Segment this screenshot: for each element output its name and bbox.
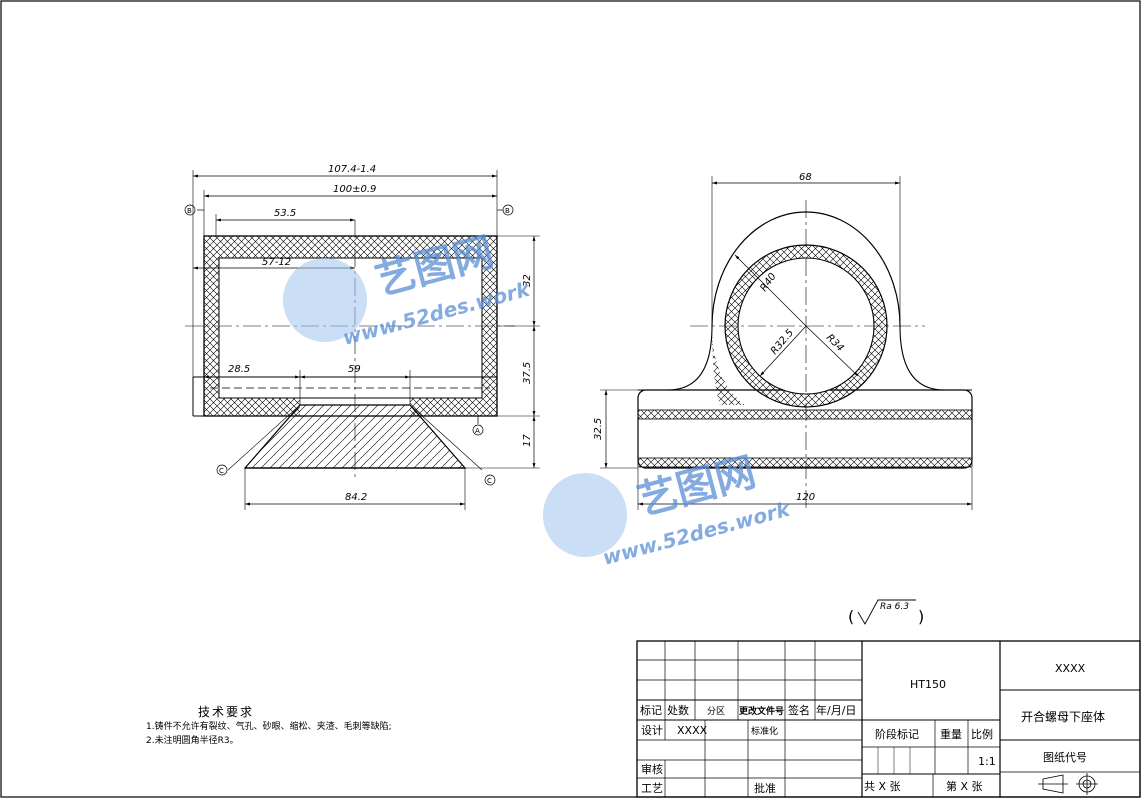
label-design: 设计 <box>641 724 663 737</box>
total-sheets: 共 X 张 <box>864 780 901 793</box>
section-marker-b-right: B <box>497 204 514 216</box>
label-weight: 重量 <box>940 727 962 741</box>
label-approve: 批准 <box>754 781 776 795</box>
label-count: 处数 <box>667 704 689 717</box>
svg-text:A: A <box>475 427 480 435</box>
sheet-number: 第 X 张 <box>946 779 983 793</box>
top-wall-section <box>204 236 497 258</box>
label-scale: 比例 <box>971 727 993 741</box>
dim-57-12: 57-12 <box>262 257 291 268</box>
svg-text:C: C <box>219 467 224 475</box>
scale-value: 1:1 <box>978 755 996 768</box>
title-block-text: 标记 处数 分区 更改文件号 签名 年/月/日 设计 XXXX 标准化 审核 工… <box>640 662 1105 795</box>
requirement-item: 2.未注明圆角半径R3。 <box>146 736 239 746</box>
dim-68: 68 <box>799 172 812 183</box>
dim-53-5: 53.5 <box>274 208 296 219</box>
dim-overall-length: 107.4-1.4 <box>328 164 376 175</box>
technical-requirements: 技术要求 1.铸件不允许有裂纹、气孔、砂眼、缩松、夹渣、毛刺等缺陷; 2.未注明… <box>146 703 392 748</box>
dim-59: 59 <box>348 364 361 375</box>
projection-symbol-icon <box>1038 773 1098 795</box>
label-mark: 标记 <box>640 703 662 717</box>
design-value: XXXX <box>677 724 708 737</box>
surface-finish: ( Ra 6.3 ) <box>848 599 924 626</box>
surface-finish-value: Ra 6.3 <box>880 602 909 612</box>
material: HT150 <box>910 678 946 691</box>
label-signature: 签名 <box>788 703 810 717</box>
svg-text:): ) <box>918 607 924 626</box>
side-view: 68 R40 R32.5 R34 32.5 120 <box>593 172 973 510</box>
label-process: 工艺 <box>641 782 663 795</box>
label-standardize: 标准化 <box>751 725 778 737</box>
svg-text:C: C <box>487 477 492 485</box>
dim-17: 17 <box>522 434 533 447</box>
section-marker-b-left: B <box>184 204 204 216</box>
section-marker-c-left: C <box>216 464 228 476</box>
bottom-left-section <box>204 398 300 416</box>
dim-37-5: 37.5 <box>522 362 533 384</box>
svg-text:B: B <box>505 207 510 215</box>
base-lower-rib <box>637 457 973 468</box>
label-change-doc: 更改文件号 <box>739 705 784 717</box>
company: XXXX <box>1055 662 1086 675</box>
section-marker-a: A <box>472 416 484 436</box>
bottom-right-section <box>410 398 497 416</box>
right-wall-section <box>482 258 497 398</box>
dim-120: 120 <box>796 492 815 503</box>
dim-84-2: 84.2 <box>345 492 367 503</box>
label-date: 年/月/日 <box>816 703 856 717</box>
dim-32: 32 <box>522 274 533 287</box>
label-zone: 分区 <box>707 706 725 717</box>
svg-text:B: B <box>187 207 192 215</box>
label-stage-mark: 阶段标记 <box>875 727 919 741</box>
label-review: 审核 <box>641 762 663 776</box>
label-drawing-no: 图纸代号 <box>1043 751 1087 764</box>
technical-requirements-title: 技术要求 <box>198 705 255 719</box>
dim-inner-length: 100±0.9 <box>333 184 376 195</box>
requirement-item: 1.铸件不允许有裂纹、气孔、砂眼、缩松、夹渣、毛刺等缺陷; <box>146 722 392 732</box>
base-upper-rib <box>637 409 973 420</box>
dim-28-5: 28.5 <box>228 364 250 375</box>
title-block <box>636 640 1141 798</box>
svg-text:(: ( <box>848 607 854 626</box>
section-marker-c-right: C <box>484 474 496 486</box>
part-name: 开合螺母下座体 <box>1021 709 1105 724</box>
left-wall-section <box>204 258 219 398</box>
dim-32-5: 32.5 <box>593 418 604 440</box>
